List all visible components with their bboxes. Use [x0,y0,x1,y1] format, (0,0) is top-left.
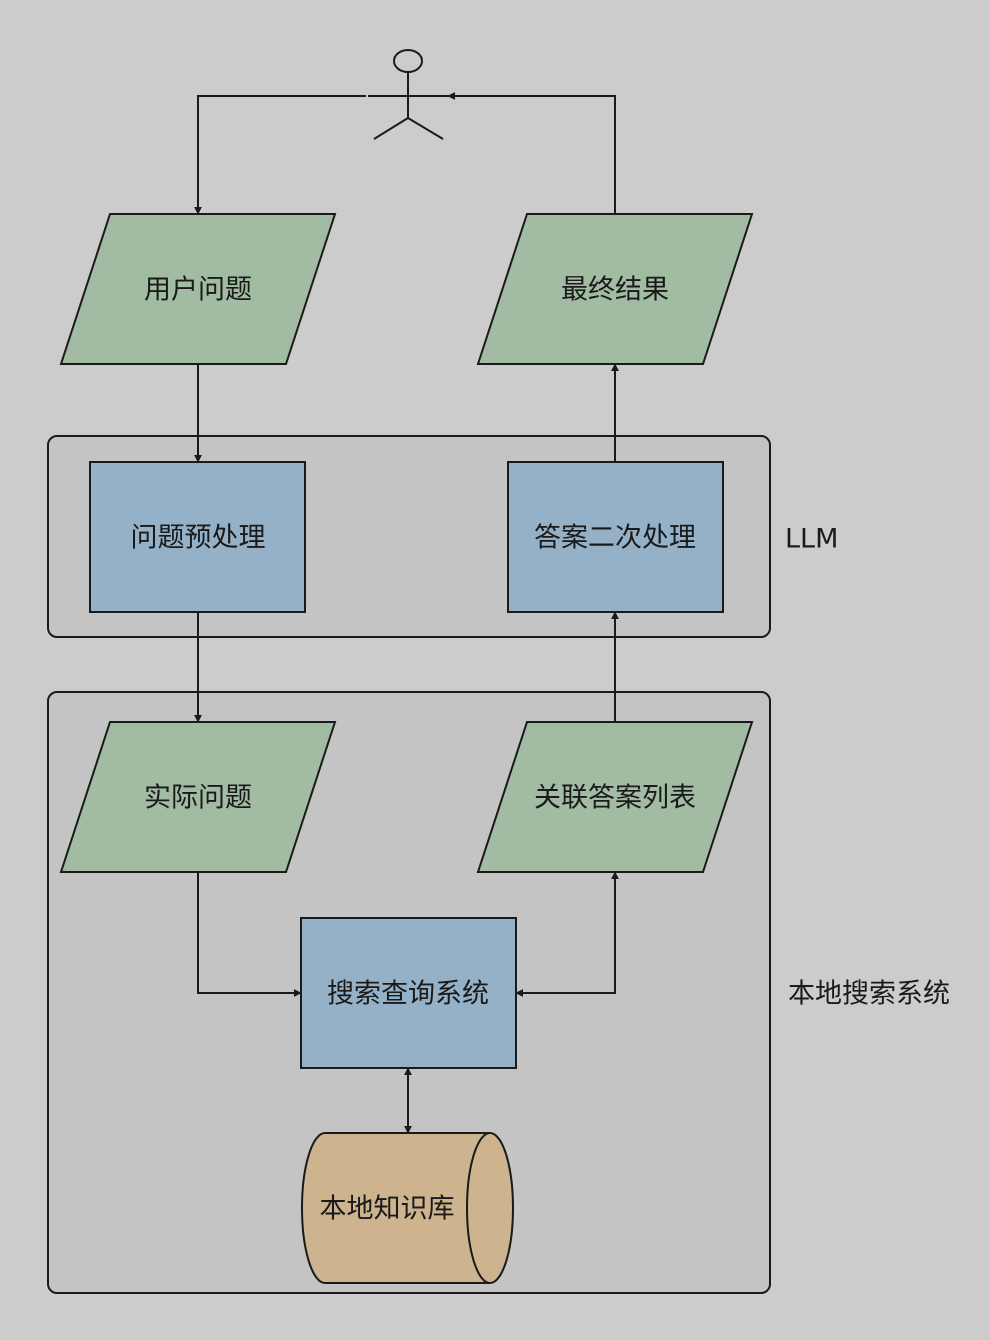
node-question-preprocess-label: 问题预处理 [131,523,266,554]
node-search-system: 搜索查询系统 [300,917,517,1069]
edge-actor-to-user-question [194,95,366,215]
group-llm-label: LLM [785,524,838,555]
node-question-preprocess: 问题预处理 [89,461,306,613]
edge-search-related-answers [515,871,619,997]
edge-actual-question-to-search [197,872,302,997]
node-final-result: 最终结果 [476,213,754,365]
node-user-question: 用户问题 [59,213,337,365]
stick-figure-icon [368,49,448,140]
node-related-answers: 关联答案列表 [476,721,754,873]
node-related-answers-label: 关联答案列表 [534,783,696,814]
group-local-search-label: 本地搜索系统 [788,979,950,1010]
node-actual-question-label: 实际问题 [144,783,252,814]
edge-final-result-to-actor [447,92,616,214]
node-knowledge-base: 本地知识库 [301,1132,514,1284]
node-search-system-label: 搜索查询系统 [327,979,489,1010]
node-user-question-label: 用户问题 [144,275,252,306]
node-answer-postprocess-label: 答案二次处理 [534,523,696,554]
node-knowledge-base-label: 本地知识库 [320,1194,455,1225]
node-answer-postprocess: 答案二次处理 [507,461,724,613]
node-actual-question: 实际问题 [59,721,337,873]
edges [194,92,619,1134]
node-final-result-label: 最终结果 [561,275,669,306]
